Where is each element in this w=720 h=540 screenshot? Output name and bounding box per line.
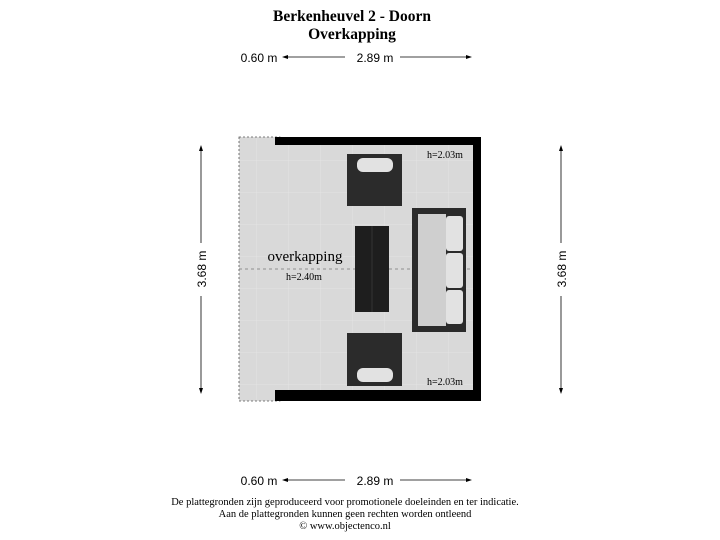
disclaimer-line-1: De plattegronden zijn geproduceerd voor … xyxy=(171,497,519,508)
sofa xyxy=(412,208,466,332)
room-height-center: h=2.40m xyxy=(286,272,322,283)
disclaimer-line-3: © www.objectenco.nl xyxy=(299,521,391,532)
bottom-dimension: 0.60 m 2.89 m xyxy=(241,474,472,488)
armchair-bottom xyxy=(347,333,402,386)
bottom-left-dimension-label: 0.60 m xyxy=(241,474,278,488)
plan-subtitle: Overkapping xyxy=(308,26,396,43)
room-name: overkapping xyxy=(268,249,343,265)
left-height-dimension-label: 3.68 m xyxy=(195,251,209,288)
top-main-dimension-label: 2.89 m xyxy=(357,51,394,65)
arrow-icon xyxy=(466,55,472,59)
armchair-top xyxy=(347,154,402,206)
room-opening xyxy=(275,145,281,390)
arrow-icon xyxy=(282,55,288,59)
arrow-icon xyxy=(199,388,203,394)
arrow-icon xyxy=(559,145,563,151)
room-height-bottom-right: h=2.03m xyxy=(427,377,463,388)
disclaimer-line-2: Aan de plattegronden kunnen geen rechten… xyxy=(219,509,473,520)
top-dimension: 0.60 m 2.89 m xyxy=(241,51,472,65)
right-height-dimension-label: 3.68 m xyxy=(555,251,569,288)
plan-title: Berkenheuvel 2 - Doorn xyxy=(273,8,431,25)
arrow-icon xyxy=(559,388,563,394)
room-height-top-right: h=2.03m xyxy=(427,150,463,161)
bottom-main-dimension-label: 2.89 m xyxy=(357,474,394,488)
arrow-icon xyxy=(199,145,203,151)
top-left-dimension-label: 0.60 m xyxy=(241,51,278,65)
coffee-table xyxy=(355,226,389,312)
left-dimension: 3.68 m xyxy=(195,145,209,394)
right-dimension: 3.68 m xyxy=(555,145,569,394)
arrow-icon xyxy=(466,478,472,482)
arrow-icon xyxy=(282,478,288,482)
